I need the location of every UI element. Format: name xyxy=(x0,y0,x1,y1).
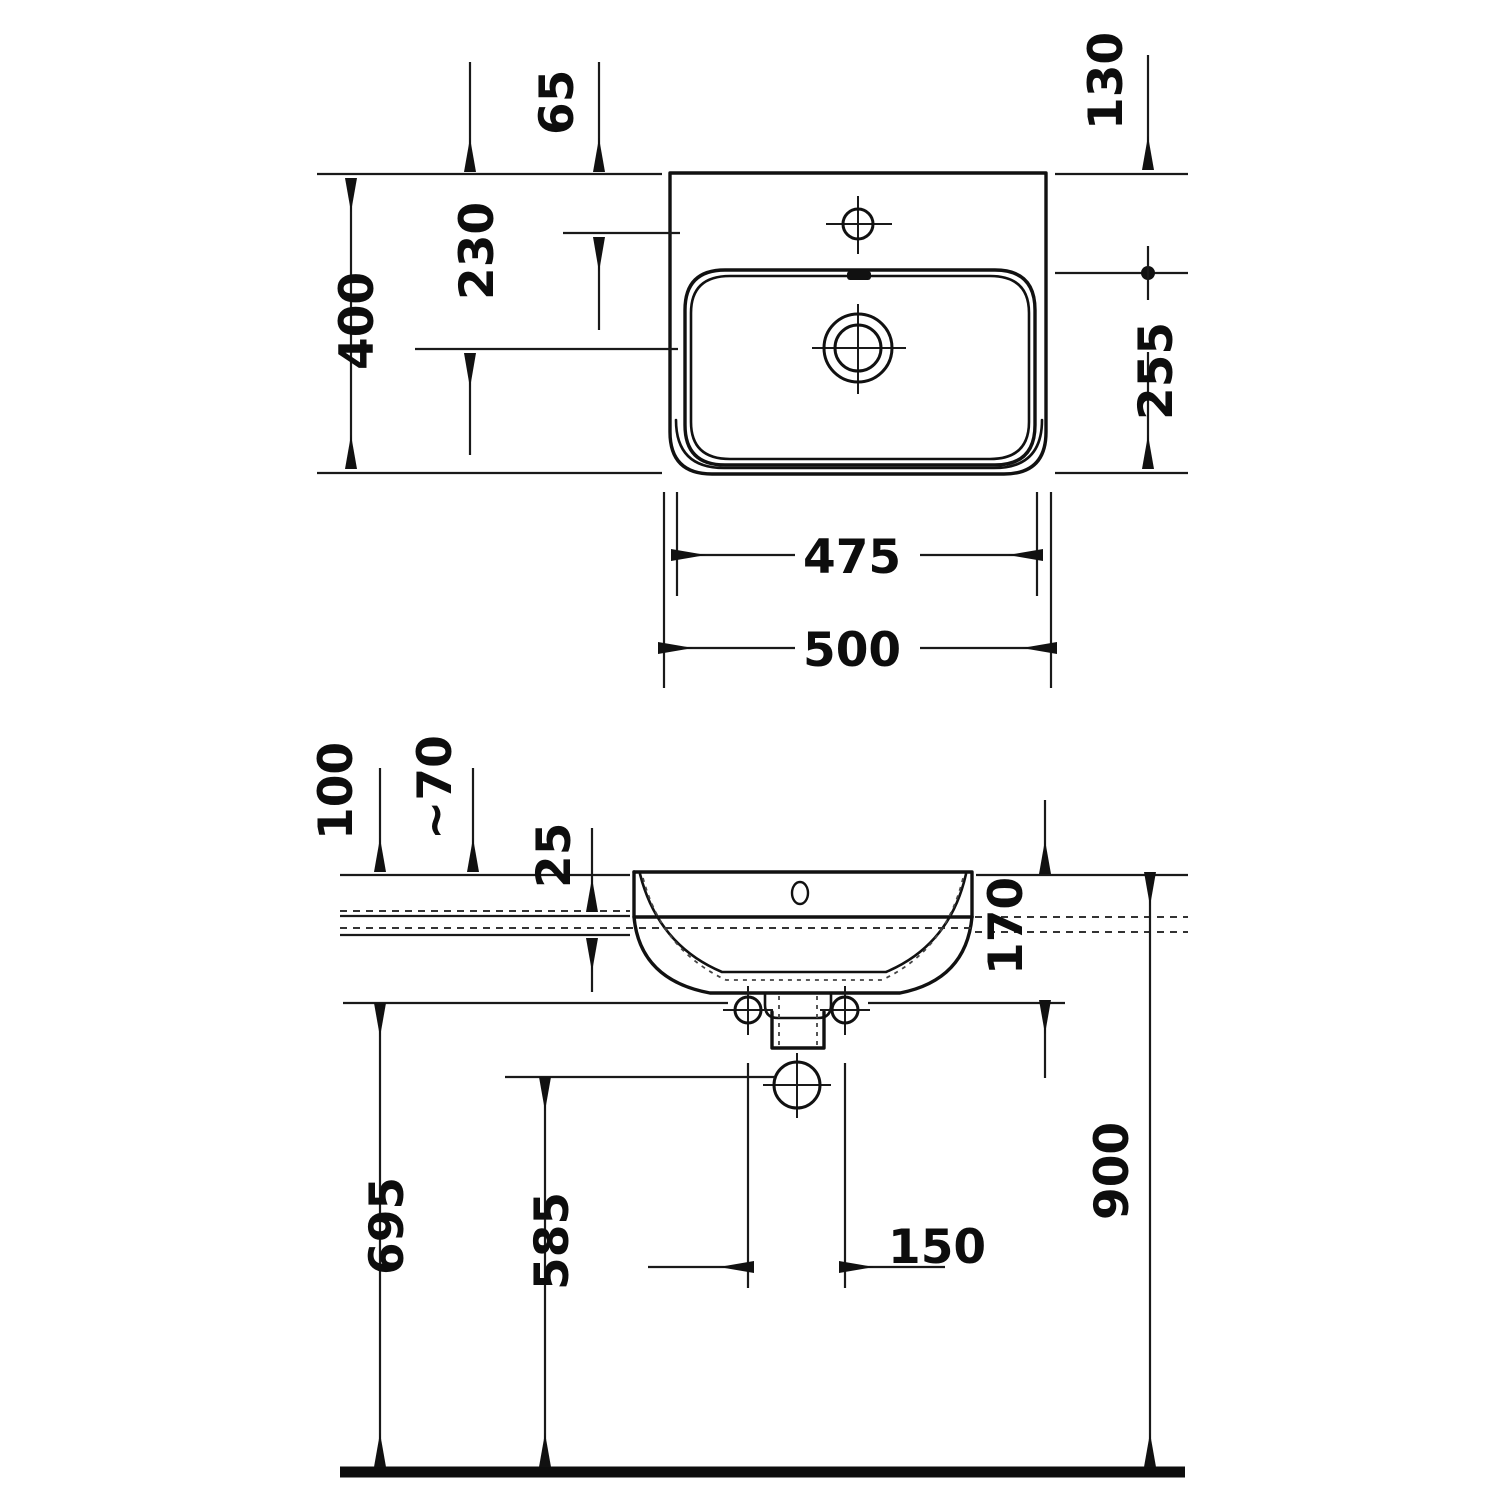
dim-150-label: 150 xyxy=(888,1220,986,1275)
mounting-hole-right xyxy=(820,986,870,1035)
dim-695-label: 695 xyxy=(360,1177,415,1275)
overflow-hole-side xyxy=(790,880,810,906)
tap-hole-marker xyxy=(826,196,892,254)
dim-70-group: ~70 xyxy=(408,735,479,872)
dim-25-group: 25 xyxy=(527,823,598,992)
dim-400-group: 400 xyxy=(317,172,662,475)
dim-70-label: ~70 xyxy=(408,735,463,840)
dim-475-group: 475 xyxy=(671,492,1043,596)
top-view-group: 400 230 65 130 xyxy=(317,32,1188,688)
dim-400-label: 400 xyxy=(330,272,385,370)
basin-bowl-profile xyxy=(632,915,974,995)
dim-150-group: 150 xyxy=(648,1063,986,1288)
overflow-slot xyxy=(847,271,871,280)
mounting-hole-left xyxy=(723,986,773,1035)
dim-500-group: 500 xyxy=(658,492,1057,688)
dim-130-label: 130 xyxy=(1079,32,1134,130)
dim-500-label: 500 xyxy=(803,623,901,678)
dim-585-label: 585 xyxy=(525,1192,580,1290)
dim-65-group: 65 xyxy=(464,62,605,172)
drain-hole-marker xyxy=(812,304,906,394)
waste-connection-hole xyxy=(763,1053,831,1118)
dim-230-label: 230 xyxy=(450,202,505,300)
dim-170-label: 170 xyxy=(979,877,1034,975)
dim-100-label: 100 xyxy=(309,742,364,840)
side-view-group: 100 ~70 25 170 695 xyxy=(309,735,1188,1478)
basin-plate-inner-edge xyxy=(674,418,1044,470)
dim-170-group: 170 xyxy=(979,800,1051,1078)
basin-bowl-outline xyxy=(683,268,1037,467)
dim-65-label: 65 xyxy=(530,70,585,135)
dim-25-label: 25 xyxy=(527,823,582,888)
basin-rim-left-edge xyxy=(632,870,974,919)
dim-695-group: 695 xyxy=(360,1003,415,1467)
dim-130-group: 130 xyxy=(1055,32,1188,176)
dim-475-label: 475 xyxy=(803,530,901,585)
dim-100-group: 100 xyxy=(309,742,386,872)
basin-outer-outline xyxy=(668,171,1048,476)
basin-bowl-inner-edge xyxy=(689,274,1031,461)
dim-900-group: 900 xyxy=(1085,872,1156,1467)
basin-rim-outline xyxy=(632,870,974,919)
dim-255-label: 255 xyxy=(1129,322,1184,420)
dim-255-group: 255 xyxy=(1055,246,1188,475)
drain-outlet xyxy=(763,991,833,1050)
dim-230-group: 230 xyxy=(415,202,680,455)
dim-900-label: 900 xyxy=(1085,1122,1140,1220)
dim-585-group: 585 xyxy=(525,1077,580,1467)
